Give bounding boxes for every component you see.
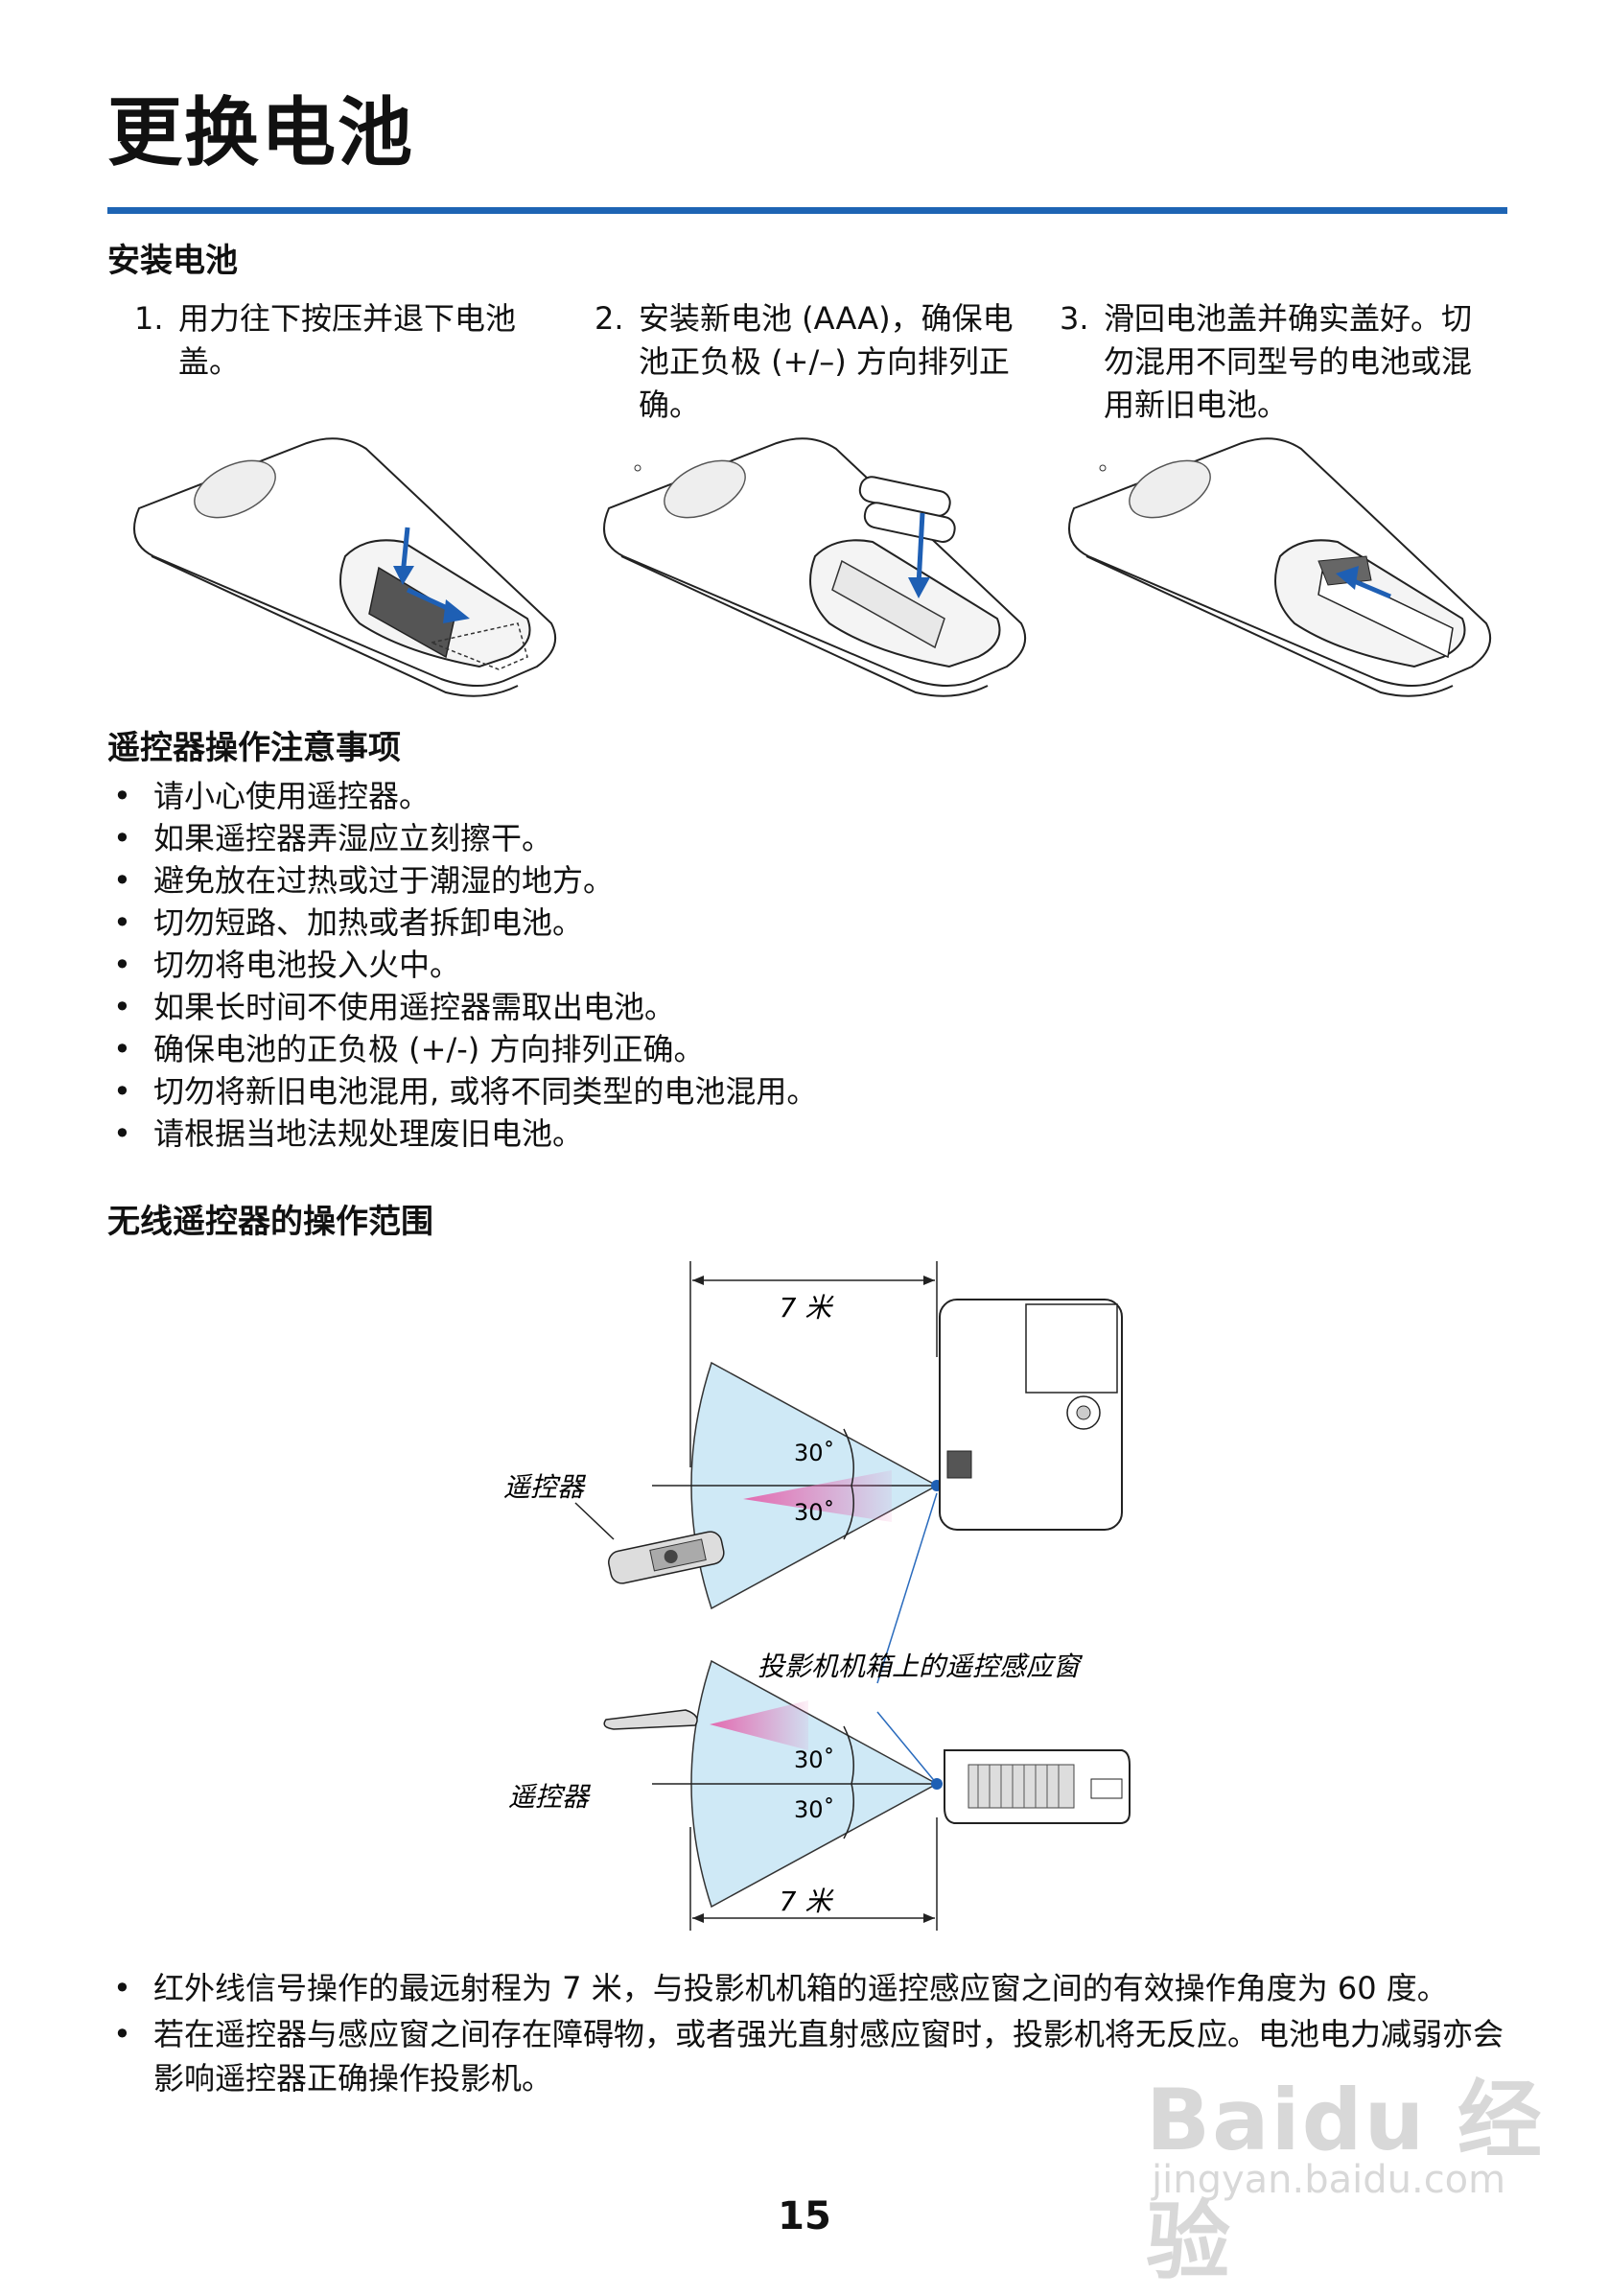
section-heading-install: 安装电池 xyxy=(107,242,238,280)
remote-icon xyxy=(608,1531,725,1584)
bullet-icon: • xyxy=(113,1970,131,2006)
list-item: •请小心使用遥控器。 xyxy=(107,775,817,817)
page-number: 15 xyxy=(778,2194,831,2238)
list-item: •红外线信号操作的最远射程为 7 米，与投影机机箱的遥控感应窗之间的有效操作角度… xyxy=(107,1966,1517,2010)
arrowhead xyxy=(692,1276,704,1285)
remote-side-icon xyxy=(603,1709,698,1730)
operating-range-diagram: 7 米 30˚ 30˚ 遥控器 投影机机箱上的遥控感应窗 30˚ 30˚ 遥控器 xyxy=(503,1261,1131,1931)
list-item: •请根据当地法规处理废旧电池。 xyxy=(107,1113,817,1155)
watermark-url: jingyan.baidu.com xyxy=(1152,2158,1506,2202)
angle-arc xyxy=(843,1725,854,1839)
range-notes-list: •红外线信号操作的最远射程为 7 米，与投影机机箱的遥控感应窗之间的有效操作角度… xyxy=(107,1966,1517,2102)
bullet-icon: • xyxy=(113,778,131,814)
list-item: •确保电池的正负极 (+/-) 方向排列正确。 xyxy=(107,1028,817,1070)
distance-label-bottom: 7 米 xyxy=(780,1886,835,1917)
angle-label: 30˚ xyxy=(794,1796,835,1823)
section-heading-range: 无线遥控器的操作范围 xyxy=(107,1203,433,1241)
bullet-icon: • xyxy=(113,1115,131,1152)
step-number: 1. xyxy=(134,300,164,337)
bullet-icon: • xyxy=(113,1073,131,1110)
arrowhead xyxy=(692,1913,704,1923)
bullet-icon: • xyxy=(113,904,131,941)
watermark-brand: Baidu 经验 xyxy=(1146,2071,1544,2291)
sensor-dot xyxy=(931,1778,943,1790)
angle-label: 30˚ xyxy=(794,1746,835,1773)
remote-label-top: 遥控器 xyxy=(503,1471,587,1503)
leader-line xyxy=(574,1502,615,1540)
precautions-list: •请小心使用遥控器。 •如果遥控器弄湿应立刻擦干。 •避免放在过热或过于潮湿的地… xyxy=(107,775,817,1155)
section-heading-precautions: 遥控器操作注意事项 xyxy=(107,729,401,767)
sensor-window-label: 投影机机箱上的遥控感应窗 xyxy=(758,1651,1084,1682)
bullet-icon: • xyxy=(113,1031,131,1067)
remote-close-cover-illustration xyxy=(1068,437,1491,697)
step-number: 3. xyxy=(1060,300,1089,337)
step-number: 2. xyxy=(595,300,624,337)
leader-line xyxy=(876,1711,938,1785)
install-step-1: 1. 用力往下按压并退下电池盖。 xyxy=(134,297,575,384)
bullet-icon: • xyxy=(113,2016,131,2052)
list-item: •如果长时间不使用遥控器需取出电池。 xyxy=(107,986,817,1028)
angle-label: 30˚ xyxy=(794,1440,835,1466)
baidu-watermark: Baidu 经验 jingyan.baidu.com xyxy=(1146,2052,1549,2291)
bullet-icon: • xyxy=(113,989,131,1025)
install-step-3: 3. 滑回电池盖并确实盖好。切勿混用不同型号的电池或混用新旧电池。 xyxy=(1060,297,1501,427)
angle-arc xyxy=(843,1428,854,1540)
title-rule xyxy=(107,207,1507,214)
arrowhead xyxy=(923,1276,935,1285)
list-item: •如果遥控器弄湿应立刻擦干。 xyxy=(107,817,817,859)
list-item: •切勿将电池投入火中。 xyxy=(107,944,817,986)
install-step-2: 2. 安装新电池 (AAA)，确保电池正负极 (+/–) 方向排列正确。 xyxy=(595,297,1026,427)
list-item: •避免放在过热或过于潮湿的地方。 xyxy=(107,859,817,902)
remote-label-bottom: 遥控器 xyxy=(508,1781,592,1813)
list-item: •切勿短路、加热或者拆卸电池。 xyxy=(107,902,817,944)
projector-side-view-icon xyxy=(944,1749,1131,1824)
bullet-icon: • xyxy=(113,820,131,856)
distance-label-top: 7 米 xyxy=(780,1292,835,1324)
page-title: 更换电池 xyxy=(107,90,415,176)
remote-insert-battery-illustration xyxy=(603,437,1026,697)
ir-beam-top xyxy=(743,1470,892,1522)
bullet-icon: • xyxy=(113,862,131,899)
step-text: 用力往下按压并退下电池盖。 xyxy=(178,300,517,380)
leader-line xyxy=(876,1492,938,1684)
projector-top-view-icon xyxy=(939,1299,1123,1531)
bullet-icon: • xyxy=(113,947,131,983)
step-text: 滑回电池盖并确实盖好。切勿混用不同型号的电池或混用新旧电池。 xyxy=(1104,300,1473,423)
remote-open-cover-illustration xyxy=(133,437,556,697)
ir-beam-bottom xyxy=(710,1700,808,1750)
list-item: •若在遥控器与感应窗之间存在障碍物，或者强光直射感应窗时，投影机将无反应。电池电… xyxy=(107,2012,1517,2100)
angle-label: 30˚ xyxy=(794,1499,835,1526)
list-item: •切勿将新旧电池混用, 或将不同类型的电池混用。 xyxy=(107,1070,817,1113)
arrowhead xyxy=(923,1913,935,1923)
step-text: 安装新电池 (AAA)，确保电池正负极 (+/–) 方向排列正确。 xyxy=(639,300,1014,423)
